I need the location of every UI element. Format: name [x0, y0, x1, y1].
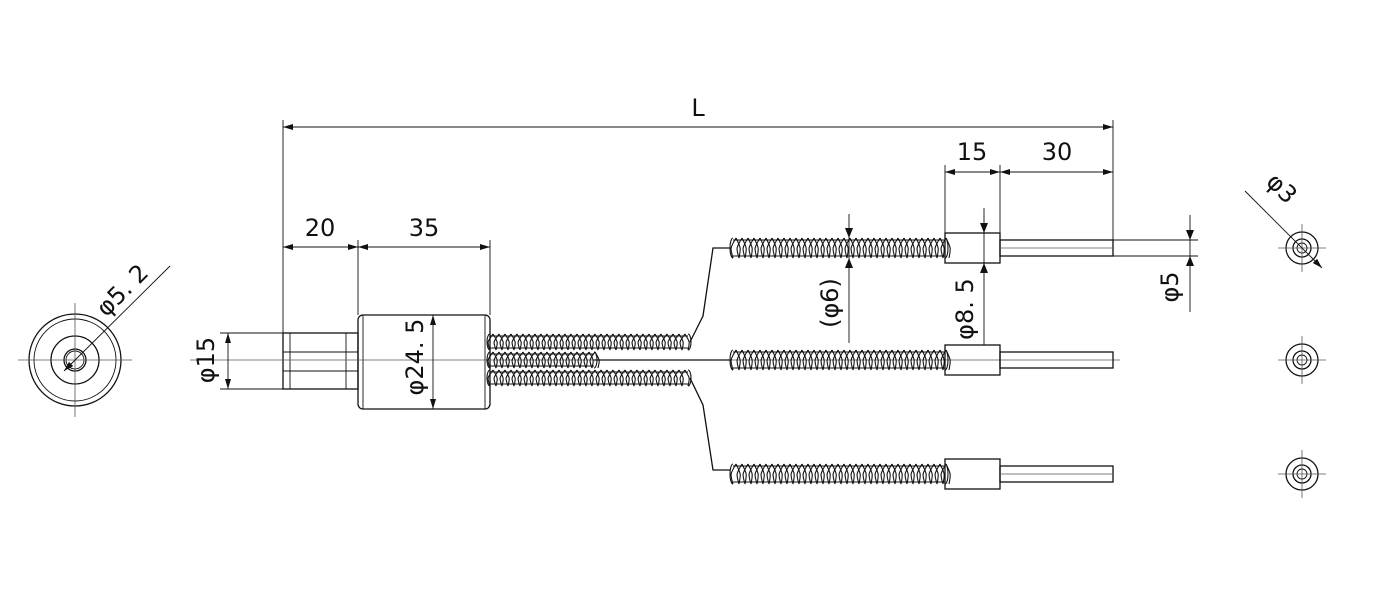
fiber-diameter-label: φ3 — [1261, 167, 1303, 209]
branch-springs — [729, 237, 951, 485]
spring-end-cap — [729, 463, 949, 485]
tip-diameter-dimension — [1113, 215, 1198, 312]
sleeve-diameter-label: (φ6) — [816, 278, 844, 328]
head-diameter-dimension — [220, 332, 283, 390]
head-body-length-dimensions — [283, 240, 491, 315]
spring-coil — [730, 349, 951, 371]
ferrule-tip-length-dimensions — [944, 165, 1113, 233]
sleeve-diameter-arrows — [845, 228, 853, 268]
ferrule-top — [944, 232, 1114, 264]
spring-coil — [487, 333, 690, 351]
end-view-left — [18, 265, 171, 417]
overall-length-dimension — [282, 120, 1114, 333]
end-view-right-bottom — [1278, 450, 1326, 498]
body-cylinder — [357, 314, 491, 410]
end-view-right-middle — [1278, 336, 1326, 384]
head-cylinder — [282, 332, 359, 390]
near-body-springs — [486, 333, 692, 387]
spring-coil — [487, 351, 600, 369]
ferrule-diameter-label: φ8. 5 — [951, 278, 979, 340]
ferrule-middle — [944, 344, 1114, 376]
end-bore-diameter-label: φ5. 2 — [91, 259, 154, 322]
spring-coil — [730, 463, 951, 485]
branch-lines — [594, 247, 730, 471]
spring-coil — [487, 369, 690, 387]
ferrule-length-label: 15 — [957, 138, 988, 166]
tip-length-label: 30 — [1042, 138, 1073, 166]
body-length-label: 35 — [409, 214, 440, 242]
ferrule-bottom — [944, 458, 1114, 490]
spring-end-cap — [729, 349, 949, 371]
spring-end-cap — [486, 333, 692, 351]
spring-coil — [730, 237, 951, 259]
head-diameter-label: φ15 — [192, 337, 220, 383]
tip-diameter-label: φ5 — [1156, 271, 1184, 302]
body-diameter-label: φ24. 5 — [401, 319, 429, 396]
end-view-right-top — [1244, 190, 1326, 272]
spring-end-cap — [486, 369, 692, 387]
head-length-label: 20 — [305, 214, 336, 242]
ferrule-diameter-arrows — [980, 223, 988, 273]
overall-length-label: L — [691, 94, 705, 122]
spring-end-cap — [729, 237, 949, 259]
